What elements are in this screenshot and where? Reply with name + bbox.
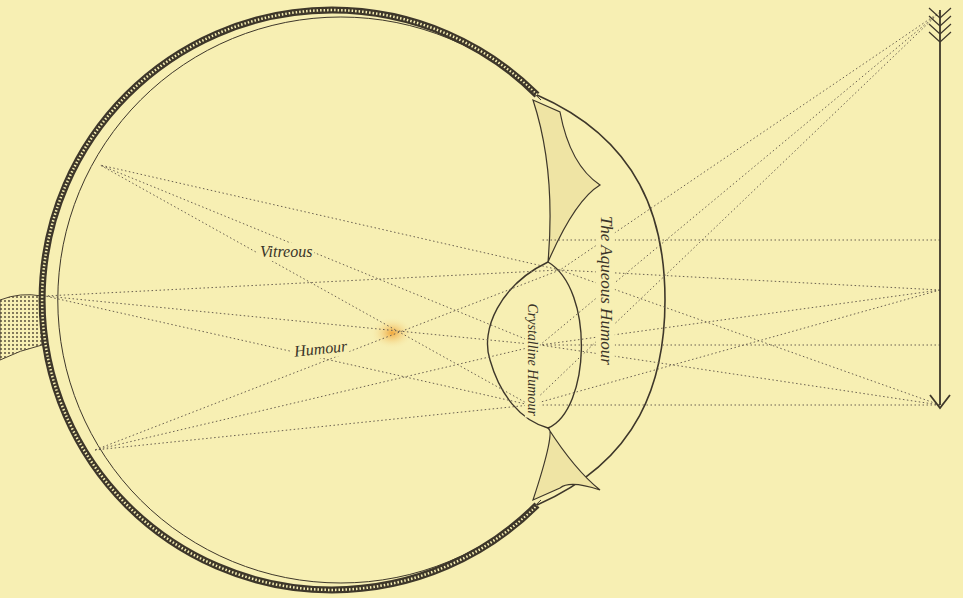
- part-label: Crystalline Humour: [524, 302, 539, 418]
- part-label: Humour: [291, 337, 350, 360]
- part-label: Vitreous: [258, 243, 314, 261]
- part-label: The Aqueous Humour: [596, 214, 615, 367]
